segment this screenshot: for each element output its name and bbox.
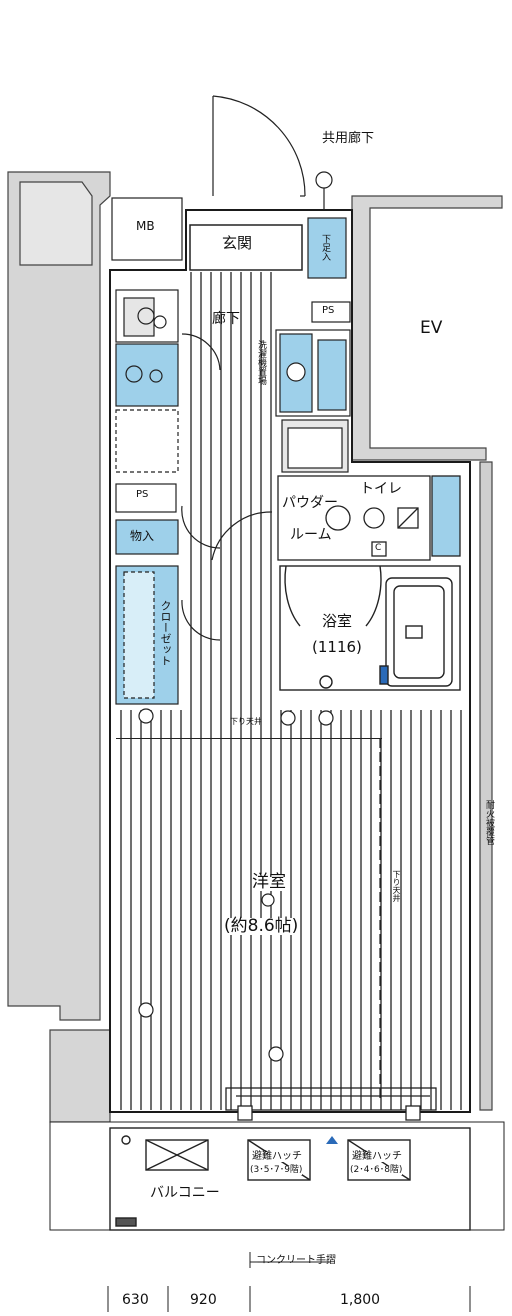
washer-block <box>275 329 351 473</box>
dimension-1800: 1,800 <box>340 1292 381 1308</box>
mb-label: MB <box>136 219 155 233</box>
closet-label: クローゼット <box>159 600 172 666</box>
hatch-1-label: 避難ハッチ <box>252 1151 302 1162</box>
bath-size-label: (1116) <box>312 638 362 656</box>
room-fixtures <box>138 708 334 1062</box>
dimension-920: 920 <box>190 1292 217 1308</box>
unit-outline <box>109 209 471 1113</box>
balcony <box>49 1121 505 1231</box>
ev-label: EV <box>420 318 443 338</box>
fire-pipe-label: 耐火被覆管 <box>484 800 494 845</box>
hallway-floor <box>182 272 272 710</box>
ceiling-drop-label-2: 下り天井 <box>392 870 401 902</box>
bathroom <box>279 565 461 691</box>
ps-top-label: PS <box>322 305 335 316</box>
powder-room-label-2: ルーム <box>290 527 332 543</box>
western-room-floor <box>116 710 462 1110</box>
dimension-630: 630 <box>122 1292 149 1308</box>
window <box>225 1087 437 1121</box>
ps-mid-label: PS <box>136 489 149 500</box>
shoe-box-label: 下足入 <box>320 234 330 261</box>
dimension-lines <box>107 1252 471 1312</box>
shoe-box <box>307 217 347 279</box>
balcony-label: バルコニー <box>150 1185 220 1201</box>
ceiling-drop-line <box>116 738 382 739</box>
corridor-marker <box>315 171 333 210</box>
ps-box-top <box>311 301 351 323</box>
outer-walls <box>7 171 503 1123</box>
concrete-rail-label: コンクリート手摺 <box>256 1255 336 1266</box>
ceiling-drop-label: 下り天井 <box>230 717 262 726</box>
washer-space-label: 洗濯機置場 <box>256 340 266 385</box>
powder-room-label-1: パウダー <box>282 495 338 511</box>
hatch-1-floors: (3･5･7･9階) <box>250 1165 303 1175</box>
powder-room <box>277 475 461 561</box>
room-size-label: (約8.6帖) <box>224 916 299 936</box>
c-mark: C <box>375 543 382 553</box>
storage-label: 物入 <box>130 529 155 543</box>
entrance-label: 玄関 <box>222 234 253 252</box>
hatch-2-label: 避難ハッチ <box>352 1151 402 1162</box>
hatch-2-floors: (2･4･6･8階) <box>350 1165 403 1175</box>
western-room-label: 洋室 <box>252 872 286 892</box>
bath-label: 浴室 <box>322 612 353 630</box>
entrance-area <box>189 224 303 271</box>
toilet-label: トイレ <box>360 481 402 497</box>
entrance-door <box>212 95 306 197</box>
hall-doors <box>181 333 273 641</box>
mb-box <box>111 197 183 261</box>
left-service <box>115 289 179 705</box>
hallway-label: 廊下 <box>212 311 240 327</box>
corridor-label: 共用廊下 <box>322 131 375 146</box>
